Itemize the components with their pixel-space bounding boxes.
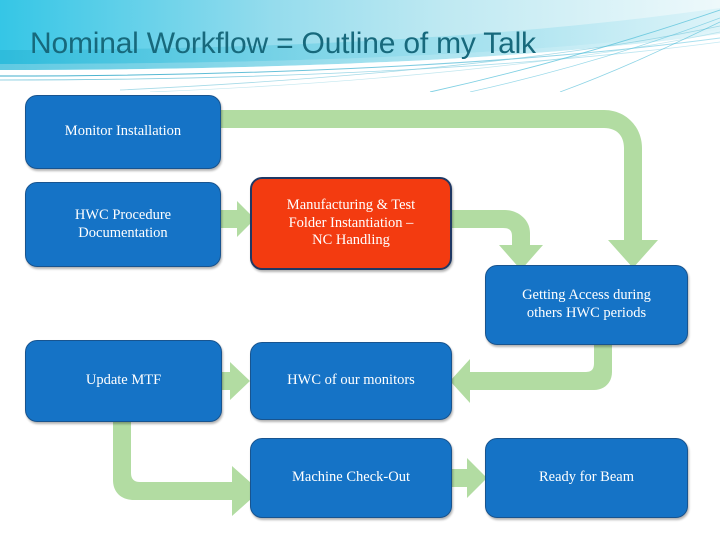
node-label: Ready for Beam	[539, 469, 634, 487]
node-getting-access[interactable]: Getting Access during others HWC periods	[485, 265, 688, 345]
node-line: Documentation	[78, 224, 168, 241]
node-label: Getting Access during others HWC periods	[522, 287, 651, 322]
node-line: Getting Access during	[522, 287, 651, 304]
node-label: Machine Check-Out	[292, 469, 410, 487]
node-label: HWC of our monitors	[287, 372, 415, 390]
node-mtf-instantiation[interactable]: Manufacturing & Test Folder Instantiatio…	[250, 177, 452, 270]
node-line: HWC Procedure	[74, 206, 172, 223]
node-hwc-our-monitors[interactable]: HWC of our monitors	[250, 342, 452, 420]
node-label: Manufacturing & Test Folder Instantiatio…	[287, 197, 415, 250]
node-line: Machine Check-Out	[292, 469, 410, 486]
node-monitor-installation[interactable]: Monitor Installation	[25, 95, 221, 169]
arrow-machine-checkout-to-ready	[452, 458, 487, 498]
node-hwc-procedure[interactable]: HWC Procedure Documentation	[25, 182, 221, 267]
node-line: HWC of our monitors	[287, 372, 415, 389]
node-line: Folder Instantiation –	[288, 214, 414, 231]
node-update-mtf[interactable]: Update MTF	[25, 340, 222, 422]
node-label: Monitor Installation	[65, 123, 181, 141]
arrow-monitor-to-getting-access-body	[220, 110, 658, 268]
arrow-mtf-to-getting-access	[452, 210, 543, 270]
node-line: Manufacturing & Test	[286, 196, 416, 213]
node-line: Update MTF	[85, 372, 162, 389]
arrow-hwc-monitors-to-update-mtf	[213, 362, 250, 400]
node-machine-check-out[interactable]: Machine Check-Out	[250, 438, 452, 518]
node-line: others HWC periods	[526, 305, 647, 321]
header-wave-graphic	[0, 0, 720, 92]
node-label: Update MTF	[86, 372, 161, 390]
node-line: NC Handling	[312, 232, 390, 249]
arrow-hwc-procedure-to-mtf	[220, 201, 255, 237]
arrow-getting-access-to-hwc-monitors	[450, 345, 612, 403]
arrow-update-mtf-to-machine-checkout	[113, 420, 260, 516]
node-line: Ready for Beam	[538, 469, 635, 486]
node-label: HWC Procedure Documentation	[75, 207, 171, 242]
page-title: Nominal Workflow = Outline of my Talk	[30, 27, 536, 60]
node-line: Monitor Installation	[64, 123, 182, 140]
node-ready-for-beam[interactable]: Ready for Beam	[485, 438, 688, 518]
header-decoration	[0, 0, 720, 92]
